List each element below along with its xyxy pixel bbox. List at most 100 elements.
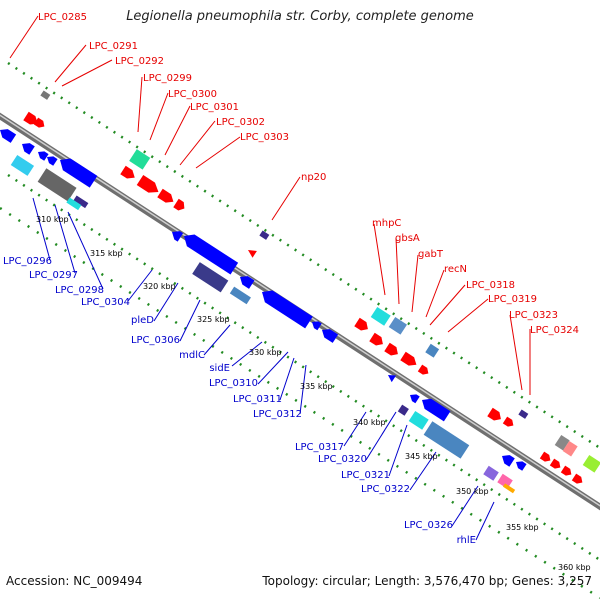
gene-reverse[interactable] xyxy=(397,404,409,416)
forward-gene-label: LPC_0323 xyxy=(509,310,558,321)
gene-reverse[interactable] xyxy=(10,154,35,176)
gene-reverse[interactable] xyxy=(19,140,35,155)
gene-reverse[interactable] xyxy=(408,410,429,430)
forward-gene-label: LPC_0303 xyxy=(240,132,289,143)
gene-forward[interactable] xyxy=(562,440,578,457)
forward-gene-label: mhpC xyxy=(372,218,401,229)
gene-reverse[interactable] xyxy=(36,149,49,161)
gene-reverse[interactable] xyxy=(45,154,58,166)
kbp-tick-label: 355 kbp xyxy=(506,523,539,532)
forward-gene-label: LPC_0324 xyxy=(530,325,579,336)
reverse-gene-label: LPC_0322 xyxy=(361,484,410,495)
forward-gene-label: LPC_0285 xyxy=(38,12,87,23)
gene-forward[interactable] xyxy=(136,174,162,197)
gene-reverse[interactable] xyxy=(169,228,184,242)
reverse-gene-label: mdlC xyxy=(179,350,205,361)
forward-gene-label: LPC_0302 xyxy=(216,117,265,128)
reverse-gene-label: LPC_0297 xyxy=(29,270,78,281)
topology-label: Topology: circular; Length: 3,576,470 bp… xyxy=(262,574,592,588)
gene-forward[interactable] xyxy=(487,407,503,423)
kbp-tick-label: 350 kbp xyxy=(456,487,489,496)
gene-reverse[interactable] xyxy=(319,326,339,343)
gene-reverse[interactable] xyxy=(514,459,527,471)
reverse-gene-label: LPC_0310 xyxy=(209,378,258,389)
gene-forward[interactable] xyxy=(370,306,391,326)
gene-forward[interactable] xyxy=(502,416,516,429)
gene-features xyxy=(0,90,600,494)
forward-gene-label: LPC_0299 xyxy=(143,73,192,84)
gene-reverse[interactable] xyxy=(37,168,77,202)
reverse-gene-label: LPC_0312 xyxy=(253,409,302,420)
gene-forward[interactable] xyxy=(120,165,137,182)
gene-reverse[interactable] xyxy=(258,286,313,329)
gene-forward[interactable] xyxy=(246,247,257,258)
gene-reverse[interactable] xyxy=(502,483,516,494)
reverse-gene-label: LPC_0320 xyxy=(318,454,367,465)
gene-forward[interactable] xyxy=(369,332,385,348)
kbp-tick-label: 310 kbp xyxy=(36,215,69,224)
gene-reverse[interactable] xyxy=(499,452,515,467)
gene-reverse[interactable] xyxy=(237,273,255,289)
gene-forward[interactable] xyxy=(560,465,574,478)
gene-reverse[interactable] xyxy=(66,197,82,211)
accession-label: Accession: NC_009494 xyxy=(6,574,143,588)
gene-reverse[interactable] xyxy=(229,286,251,305)
gene-reverse[interactable] xyxy=(192,262,229,293)
kbp-tick-label: 345 kbp xyxy=(405,452,438,461)
kbp-tick-label: 315 kbp xyxy=(90,249,123,258)
forward-gene-label: gabT xyxy=(418,249,444,260)
gene-forward[interactable] xyxy=(582,454,600,473)
gene-reverse[interactable] xyxy=(419,395,451,422)
forward-gene-label: recN xyxy=(444,264,467,275)
gene-reverse[interactable] xyxy=(408,392,420,404)
forward-gene-label: LPC_0292 xyxy=(115,56,164,67)
forward-gene-labels: LPC_0285LPC_0291LPC_0292LPC_0299LPC_0300… xyxy=(38,12,579,336)
reverse-leader-lines xyxy=(32,197,495,541)
forward-gene-label: LPC_0319 xyxy=(488,294,537,305)
gene-reverse[interactable] xyxy=(180,230,239,275)
gene-reverse[interactable] xyxy=(73,195,89,209)
gene-reverse[interactable] xyxy=(483,465,499,481)
kbp-tick-label: 325 kbp xyxy=(197,315,230,324)
reverse-gene-label: LPC_0317 xyxy=(295,442,344,453)
gene-forward[interactable] xyxy=(384,342,400,358)
gene-forward[interactable] xyxy=(129,149,151,170)
gene-reverse[interactable] xyxy=(423,421,470,459)
gene-forward[interactable] xyxy=(354,317,370,333)
gene-forward[interactable] xyxy=(388,316,408,335)
reverse-gene-label: LPC_0321 xyxy=(341,470,390,481)
gene-forward[interactable] xyxy=(518,409,529,419)
reverse-gene-label: LPC_0326 xyxy=(404,520,453,531)
tick-dotted-track xyxy=(0,206,600,600)
gene-reverse[interactable] xyxy=(56,154,98,188)
gene-forward[interactable] xyxy=(554,434,570,451)
gene-forward[interactable] xyxy=(40,90,51,100)
gene-forward[interactable] xyxy=(539,451,553,464)
gene-reverse[interactable] xyxy=(310,319,322,331)
reverse-gene-label: LPC_0306 xyxy=(131,335,180,346)
forward-gene-label: LPC_0300 xyxy=(168,89,217,100)
kbp-tick-label: 320 kbp xyxy=(143,282,176,291)
forward-gene-label: np20 xyxy=(301,172,326,183)
forward-gene-label: LPC_0291 xyxy=(89,41,138,52)
kbp-tick-label: 360 kbp xyxy=(558,563,591,572)
gene-reverse[interactable] xyxy=(386,372,397,383)
gene-forward[interactable] xyxy=(571,473,585,486)
gene-forward[interactable] xyxy=(425,343,440,358)
reverse-gene-label: LPC_0311 xyxy=(233,394,282,405)
gene-forward[interactable] xyxy=(33,117,47,130)
gene-reverse[interactable] xyxy=(0,126,17,143)
forward-gene-label: gbsA xyxy=(395,233,420,244)
gene-forward[interactable] xyxy=(157,188,176,206)
gene-forward[interactable] xyxy=(259,230,270,240)
forward-leader-lines xyxy=(9,15,531,395)
gene-forward[interactable] xyxy=(549,458,563,471)
gene-reverse[interactable] xyxy=(497,473,513,489)
outer-dotted-track xyxy=(7,61,600,450)
gene-forward[interactable] xyxy=(173,198,187,213)
gene-forward[interactable] xyxy=(400,351,419,369)
forward-gene-label: LPC_0301 xyxy=(190,102,239,113)
gene-forward[interactable] xyxy=(23,111,40,128)
gene-forward[interactable] xyxy=(417,364,431,377)
